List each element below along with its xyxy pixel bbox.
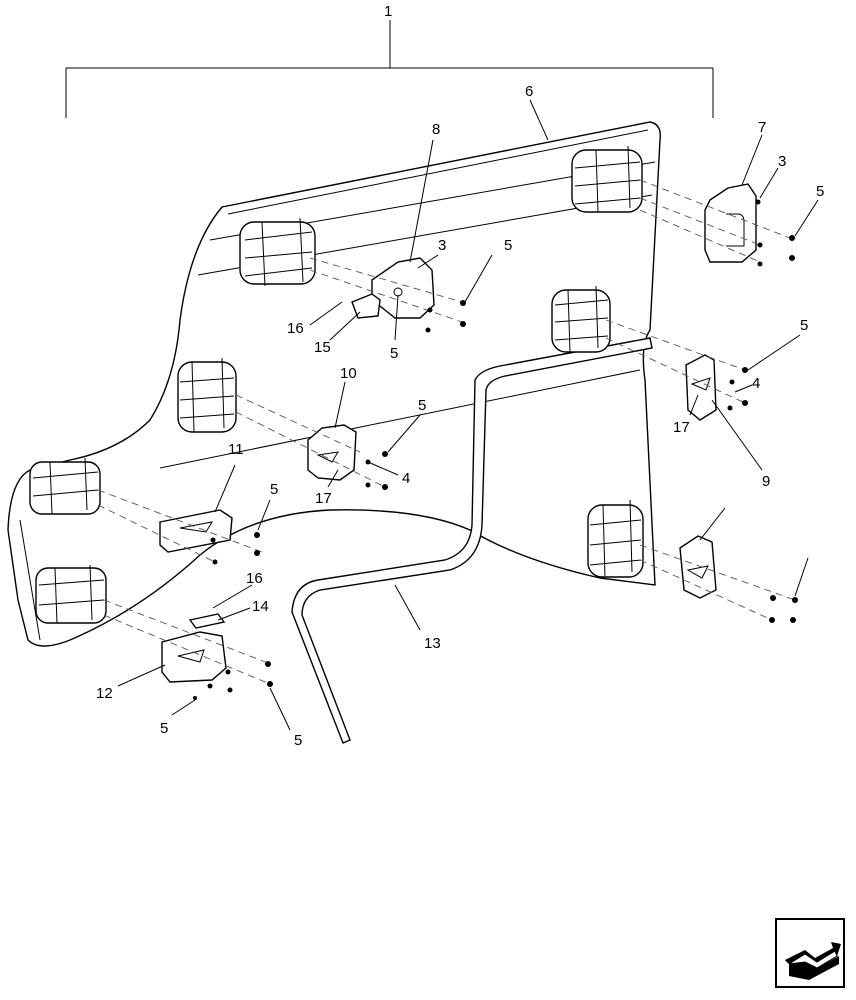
callout-5-mid-right: 5 [800,317,808,334]
callout-8: 8 [432,121,440,138]
callout-9: 9 [762,473,770,490]
callout-17-center: 17 [315,490,332,507]
callout-5-top-right: 5 [816,183,824,200]
mount-5 [29,457,101,515]
callout-5-upper-center: 5 [504,237,512,254]
callout-labels: 1 6 7 3 5 8 3 5 16 15 5 5 4 17 9 10 5 4 … [96,3,824,749]
bracket-12 [161,631,227,683]
callout-5-center: 5 [390,345,398,362]
mount-6 [35,564,107,624]
mount-3 [177,357,237,433]
alignment-lines [97,179,796,685]
callout-11: 11 [228,441,244,458]
assembly-bracket [65,20,714,118]
callout-5-bottom: 5 [294,732,302,749]
callout-3-center: 3 [438,237,446,254]
callout-5-bottom-left: 5 [160,720,168,737]
callout-6: 6 [525,83,533,100]
mount-4 [551,285,611,353]
bracket-lower-right [679,535,717,599]
callout-16-lower: 16 [246,570,263,587]
callout-13: 13 [424,635,441,652]
hardware-fasteners [193,199,798,700]
callout-16-upper: 16 [287,320,304,337]
callout-14: 14 [252,598,269,615]
fender-panel [7,121,661,744]
callout-17-right: 17 [673,419,690,436]
callout-12: 12 [96,685,113,702]
mount-7 [587,499,644,578]
callout-15: 15 [314,339,331,356]
callout-3-right: 3 [778,153,786,170]
next-page-arrow-icon [775,918,845,988]
isolator-mounts [29,145,644,624]
callout-1: 1 [384,3,392,20]
bracket-10 [307,424,357,481]
callout-10: 10 [340,365,357,382]
bracket-7 [704,183,757,263]
callout-5-left: 5 [270,481,278,498]
bracket-14 [188,613,226,629]
callout-7: 7 [758,119,766,136]
mount-1 [239,217,316,287]
next-page-button[interactable] [775,918,845,988]
mount-2 [571,145,643,213]
callout-4-center: 4 [402,470,410,487]
bracket-9 [685,354,717,421]
callout-4-right: 4 [752,375,760,392]
leader-lines [117,99,819,731]
callout-5-mid-center: 5 [418,397,426,414]
